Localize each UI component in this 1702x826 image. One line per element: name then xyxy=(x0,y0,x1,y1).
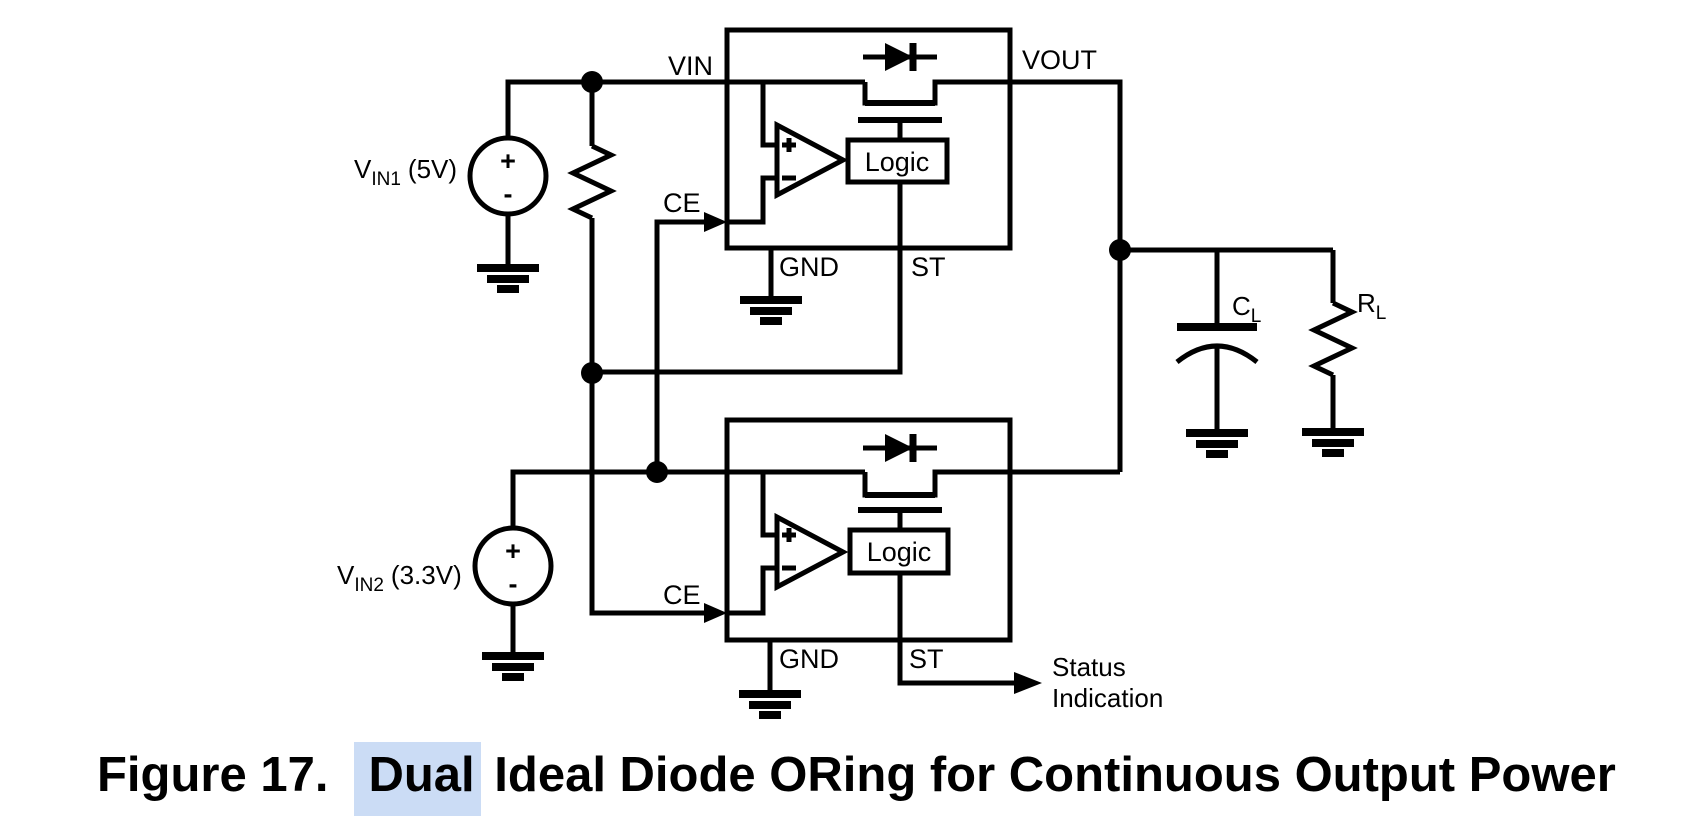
wire-ce1-to-comp-minus xyxy=(728,175,777,225)
comparator1-signs xyxy=(782,138,796,181)
cl-label: CL xyxy=(1232,291,1261,327)
figure-caption: Figure 17. Dual Ideal Diode ORing for Con… xyxy=(97,742,1616,816)
circuit-diagram: Logic Logic + - + - VIN VOUT CE GND ST C… xyxy=(337,27,1386,740)
wire-st2-status xyxy=(897,573,1016,686)
status-annotation-line2: Indication xyxy=(1052,683,1163,713)
vin2-label: VIN2(3.3V) xyxy=(337,560,462,596)
vin2-plus: + xyxy=(505,536,521,566)
wire-vin1-rail xyxy=(505,79,865,138)
wire-st1 xyxy=(592,182,903,375)
diode1-triangle xyxy=(885,43,913,71)
logic2-box xyxy=(847,527,951,576)
vin2-source: + - xyxy=(472,525,554,607)
pin-label-gnd2: GND xyxy=(779,644,839,674)
ic1-internals: Logic xyxy=(774,120,950,200)
ground-symbol-gnd1 xyxy=(740,300,802,321)
capacitor-curved-plate xyxy=(1175,343,1259,364)
status-annotation-line1: Status xyxy=(1052,652,1126,682)
junction-dot xyxy=(581,71,603,93)
rl-label: RL xyxy=(1357,288,1386,324)
vin1-label: VIN1(5V) xyxy=(354,154,457,190)
ce1-arrowhead-icon xyxy=(704,212,727,232)
pin-label-st1: ST xyxy=(911,252,946,282)
ground-symbol-cl xyxy=(1186,433,1248,454)
ground-symbol-rl xyxy=(1302,432,1364,453)
pin-label-ce1: CE xyxy=(663,188,701,218)
ground-symbol-vin1 xyxy=(477,268,539,289)
ic2-outline xyxy=(724,417,1013,643)
ce2-arrowhead-icon xyxy=(704,603,727,623)
pin-label-st2: ST xyxy=(909,644,944,674)
junction-dot xyxy=(646,461,668,483)
wire-st1-to-ce2 xyxy=(589,218,704,616)
vin1-plus: + xyxy=(500,146,516,176)
wire-ce2-to-comp-minus xyxy=(728,565,777,616)
pin-label-vin: VIN xyxy=(668,51,713,81)
pin-label-vout: VOUT xyxy=(1022,45,1097,75)
filled-shapes xyxy=(581,43,1131,694)
wire-vin2-rail xyxy=(510,469,865,528)
vin1-minus: - xyxy=(504,179,513,209)
ground-symbol-vin2 xyxy=(482,656,544,677)
status-arrowhead-icon xyxy=(1014,672,1042,694)
wire-ce1 xyxy=(654,219,704,472)
vin1-source: + - xyxy=(467,135,549,217)
logic1-box xyxy=(845,137,950,185)
ic1-outline xyxy=(724,27,1013,251)
vin1-source-circle xyxy=(467,135,549,217)
logic1-label: Logic xyxy=(865,147,930,177)
logic2-label: Logic xyxy=(867,537,932,567)
vin2-minus: - xyxy=(509,569,518,599)
comparator1 xyxy=(774,120,849,200)
junction-dot xyxy=(1109,239,1131,261)
ic2-internals: Logic xyxy=(774,512,951,592)
pin-label-gnd1: GND xyxy=(779,252,839,282)
diode2-triangle xyxy=(885,434,913,462)
wire-vout2-rail xyxy=(862,469,1120,498)
load-resistor xyxy=(1308,300,1358,378)
pullup-resistor xyxy=(567,143,617,221)
comparator2-signs xyxy=(782,528,796,571)
wire-rail-to-comp1-plus xyxy=(760,82,777,148)
caption-highlighted-word: Dual xyxy=(354,742,481,816)
wire-vout-rail xyxy=(862,79,1123,472)
comparator2 xyxy=(774,512,849,592)
caption-rest: Ideal Diode ORing for Continuous Output … xyxy=(480,748,1616,802)
wire-rail-to-comp2-plus xyxy=(760,472,777,538)
junction-dot xyxy=(581,362,603,384)
ground-symbol-gnd2 xyxy=(739,694,801,715)
pin-label-ce2: CE xyxy=(663,580,701,610)
vin2-source-circle xyxy=(472,525,554,607)
caption-prefix: Figure 17. xyxy=(97,748,329,802)
